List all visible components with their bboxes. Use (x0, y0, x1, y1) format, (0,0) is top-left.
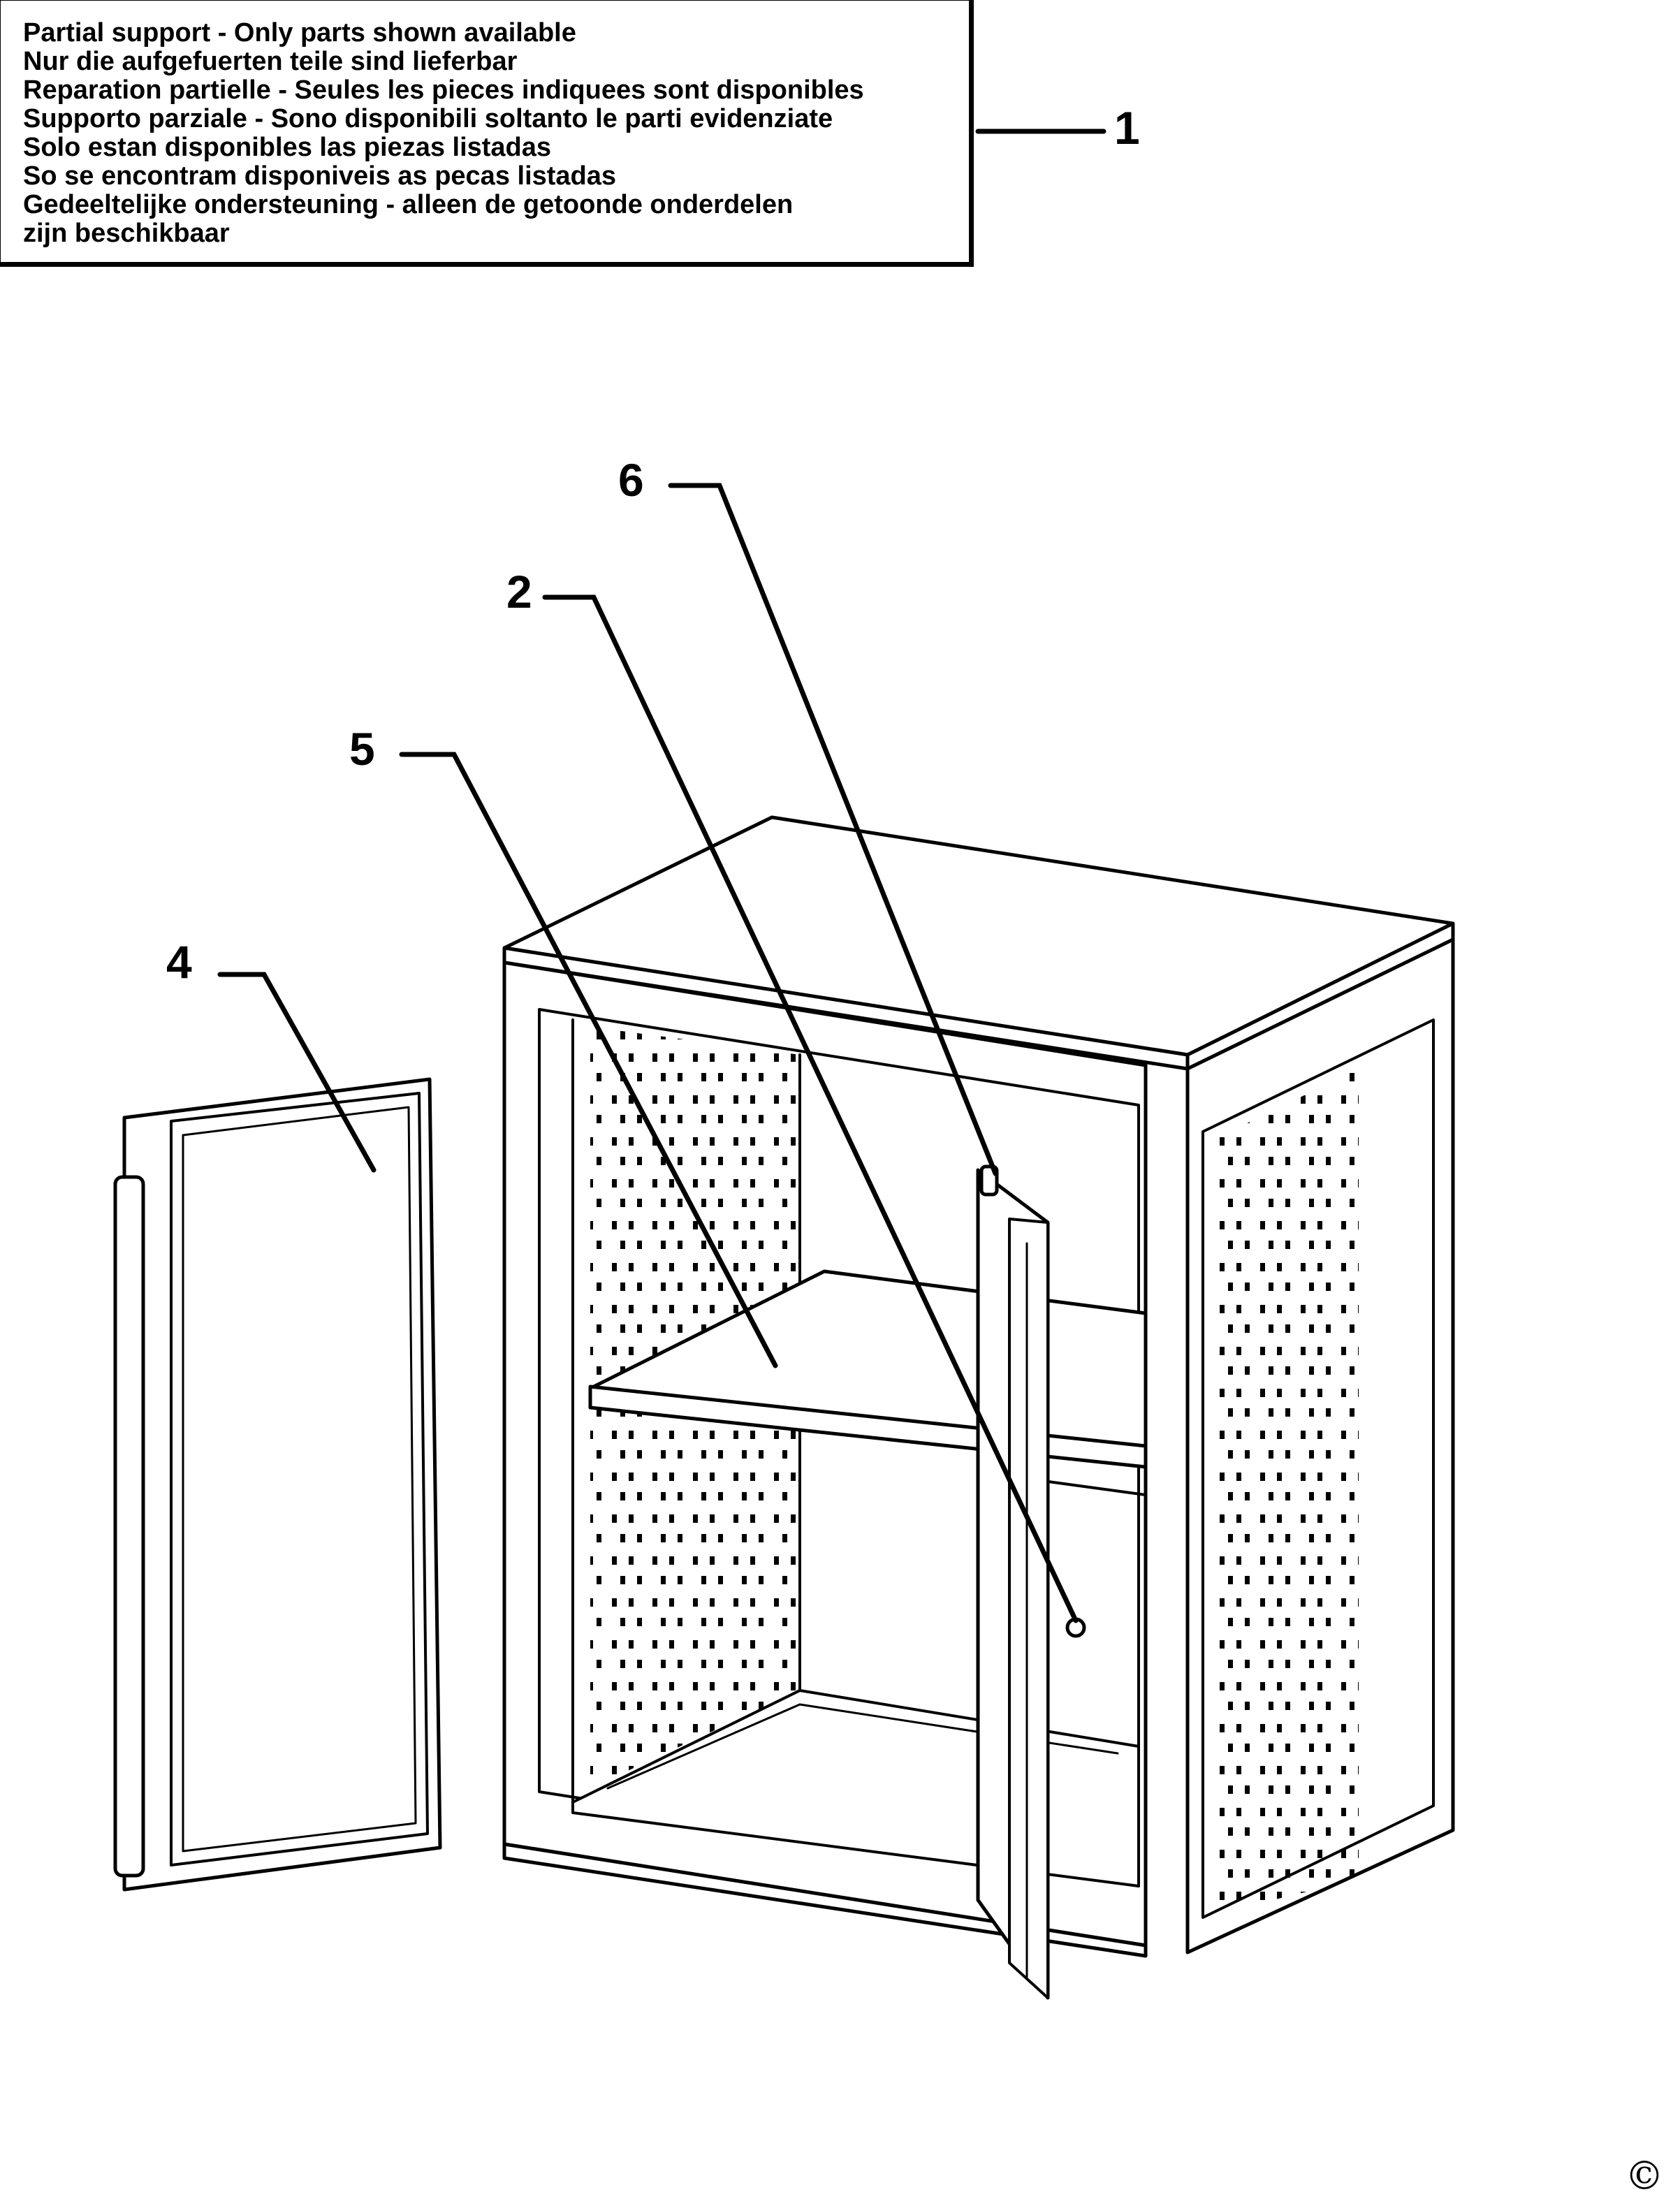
notice-line-it: Supporto parziale - Sono disponibili sol… (23, 104, 833, 133)
left-door-hinge-bar (113, 1175, 145, 1878)
left-door-glass (182, 1106, 417, 1853)
cabinet-bottom-rail (502, 1842, 1148, 1958)
notice-line-nl: Gedeeltelijke ondersteuning - alleen de … (23, 190, 794, 219)
right-door-edge (1008, 1218, 1049, 1999)
callout-label-5: 5 (349, 723, 375, 775)
notice-line-nl-cont: zijn beschikbaar (23, 219, 230, 248)
leader-line-4 (217, 972, 377, 1173)
callout-label-2: 2 (506, 566, 532, 618)
leader-line-2 (542, 594, 1079, 1623)
callout-label-1: 1 (1114, 102, 1140, 154)
notice-line-de: Nur die aufgefuerten teile sind lieferba… (23, 47, 518, 76)
notice-line-pt: So se encontram disponiveis as pecas lis… (23, 161, 617, 191)
right-side-perforated-panel (1215, 1069, 1359, 1914)
callout-label-4: 4 (166, 936, 192, 988)
notice-line-en: Partial support - Only parts shown avail… (23, 18, 576, 48)
parts-availability-notice: Partial support - Only parts shown avail… (0, 0, 974, 267)
leader-line-6 (668, 483, 998, 1176)
notice-line-fr: Reparation partielle - Seules les pieces… (23, 75, 864, 105)
notice-line-es: Solo estan disponibles las piezas listad… (23, 133, 552, 162)
right-side-inner-frame (1201, 1018, 1435, 1919)
callout-label-6: 6 (618, 454, 644, 506)
copyright-mark: © (1625, 2154, 1664, 2199)
leader-line-5 (399, 752, 778, 1368)
